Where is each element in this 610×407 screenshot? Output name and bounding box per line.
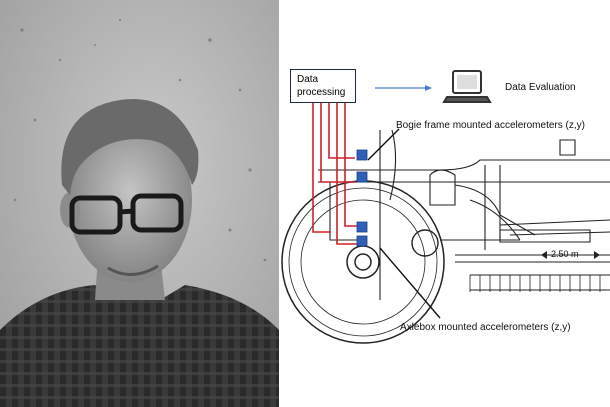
bogie-diagram [281,70,610,344]
data-processing-box: Data processing [290,69,356,103]
data-evaluation-label: Data Evaluation [505,82,576,93]
accelerometer-sensor-icon [356,149,368,247]
laptop-icon [442,70,492,103]
wheel-outline [281,180,445,344]
bogie-accelerometer-label: Bogie frame mounted accelerometers (z,y) [396,120,585,131]
dimension-label: 2.50 m [551,249,579,259]
data-processing-label: Data processing [297,74,346,98]
portrait-photo [0,0,279,407]
arrow-right-icon [375,85,432,91]
axlebox-accelerometer-label: Axlebox mounted accelerometers (z,y) [400,322,571,333]
